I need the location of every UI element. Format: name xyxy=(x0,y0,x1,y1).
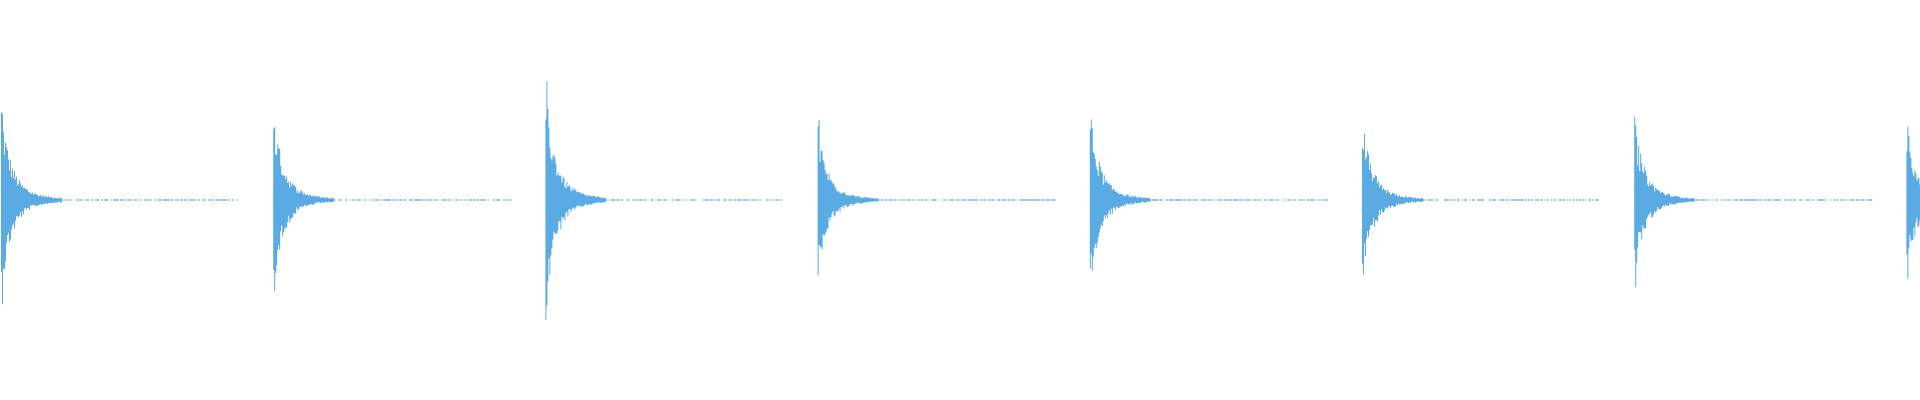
waveform-hit-shape xyxy=(1089,119,1328,271)
waveform-hits xyxy=(1,81,1920,320)
waveform-hit-shape xyxy=(1362,133,1599,275)
waveform-hit-shape xyxy=(545,81,783,320)
waveform-hit-shape xyxy=(1,112,238,305)
waveform-hit-1 xyxy=(1,112,238,305)
waveform-hit-3 xyxy=(545,81,783,320)
waveform-hit-2 xyxy=(273,127,512,292)
waveform-hit-8 xyxy=(1906,126,1920,279)
waveform-hit-4 xyxy=(817,119,1056,276)
waveform-hit-5 xyxy=(1089,119,1328,271)
waveform-hit-shape xyxy=(817,119,1056,276)
waveform-hit-7 xyxy=(1634,116,1873,287)
waveform-hit-shape xyxy=(1634,116,1873,287)
waveform-hit-shape xyxy=(273,127,512,292)
waveform-hit-shape xyxy=(1906,126,1920,279)
waveform-hit-6 xyxy=(1362,133,1599,275)
